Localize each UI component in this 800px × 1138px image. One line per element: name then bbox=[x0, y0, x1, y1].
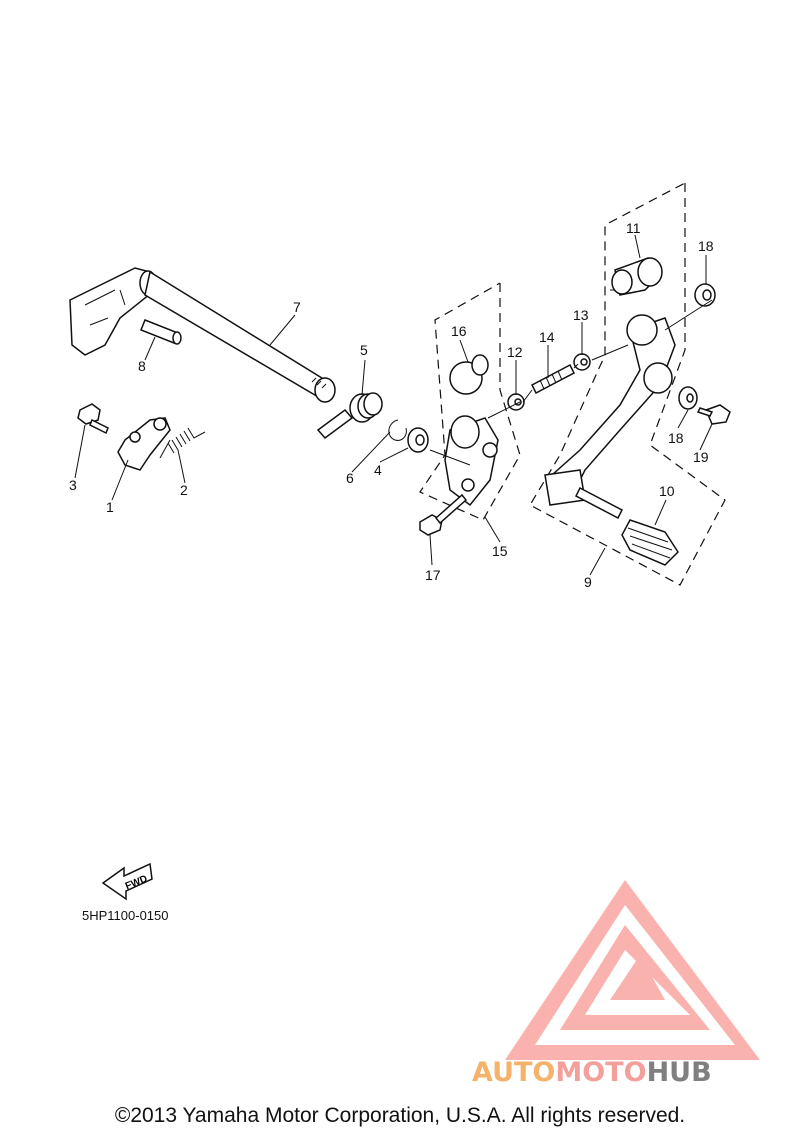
cap-16 bbox=[449, 354, 489, 395]
part-number-label: 8 bbox=[138, 358, 146, 374]
arm-bolt bbox=[419, 493, 468, 536]
washer-18-lower bbox=[678, 386, 698, 410]
part-number-label: 19 bbox=[693, 449, 709, 465]
part-number-label: 9 bbox=[584, 574, 592, 590]
part-number-label: 3 bbox=[69, 477, 77, 493]
part-number-label: 18 bbox=[698, 238, 714, 254]
pedal-rubber bbox=[621, 519, 679, 566]
shift-shaft bbox=[69, 267, 336, 403]
nut-13 bbox=[573, 353, 591, 371]
nut-12 bbox=[507, 393, 525, 411]
part-number-label: 1 bbox=[106, 499, 114, 515]
part-number-label: 14 bbox=[539, 329, 555, 345]
watermark-text: AUTOMOTOHUB bbox=[472, 1057, 712, 1088]
part-number-label: 6 bbox=[346, 470, 354, 486]
shift-arm bbox=[444, 415, 499, 507]
adjuster-rod bbox=[531, 363, 575, 395]
assembly-axis-lines bbox=[429, 289, 713, 466]
cap-11 bbox=[611, 257, 663, 296]
part-number-label: 2 bbox=[180, 482, 188, 498]
part-number-label: 13 bbox=[573, 307, 589, 323]
part-number-label: 15 bbox=[492, 543, 508, 559]
fwd-arrow-icon: FWD bbox=[101, 862, 153, 901]
shift-pedal bbox=[544, 314, 676, 520]
group-outline-9 bbox=[529, 182, 726, 586]
part-number-label: 16 bbox=[451, 323, 467, 339]
part-number-label: 18 bbox=[668, 430, 684, 446]
dowel-pin bbox=[140, 319, 182, 345]
washer-18-top bbox=[694, 283, 716, 307]
watermark-text-hub: HUB bbox=[646, 1057, 712, 1088]
watermark-logo-icon bbox=[505, 880, 760, 1060]
part-number-label: 7 bbox=[293, 299, 301, 315]
watermark-text-auto: AUTO bbox=[472, 1057, 556, 1088]
part-number-label: 12 bbox=[507, 344, 523, 360]
part-number-label: 4 bbox=[374, 462, 382, 478]
part-number-label: 11 bbox=[626, 220, 641, 236]
circlip bbox=[388, 419, 407, 441]
stopper-lever bbox=[117, 417, 171, 471]
diagram-code: 5HP1100-0150 bbox=[82, 908, 169, 923]
shaft-washer bbox=[407, 427, 429, 453]
return-spring bbox=[159, 427, 206, 459]
copyright-notice: ©2013 Yamaha Motor Corporation, U.S.A. A… bbox=[114, 1104, 686, 1127]
part-number-label: 17 bbox=[425, 567, 441, 583]
leader-lines bbox=[74, 234, 713, 576]
part-number-label: 5 bbox=[360, 342, 368, 358]
pedal-bolt bbox=[696, 404, 731, 425]
part-number-label: 10 bbox=[659, 483, 675, 499]
stopper-bolt bbox=[77, 403, 109, 435]
watermark-text-moto: MOTO bbox=[555, 1057, 647, 1088]
